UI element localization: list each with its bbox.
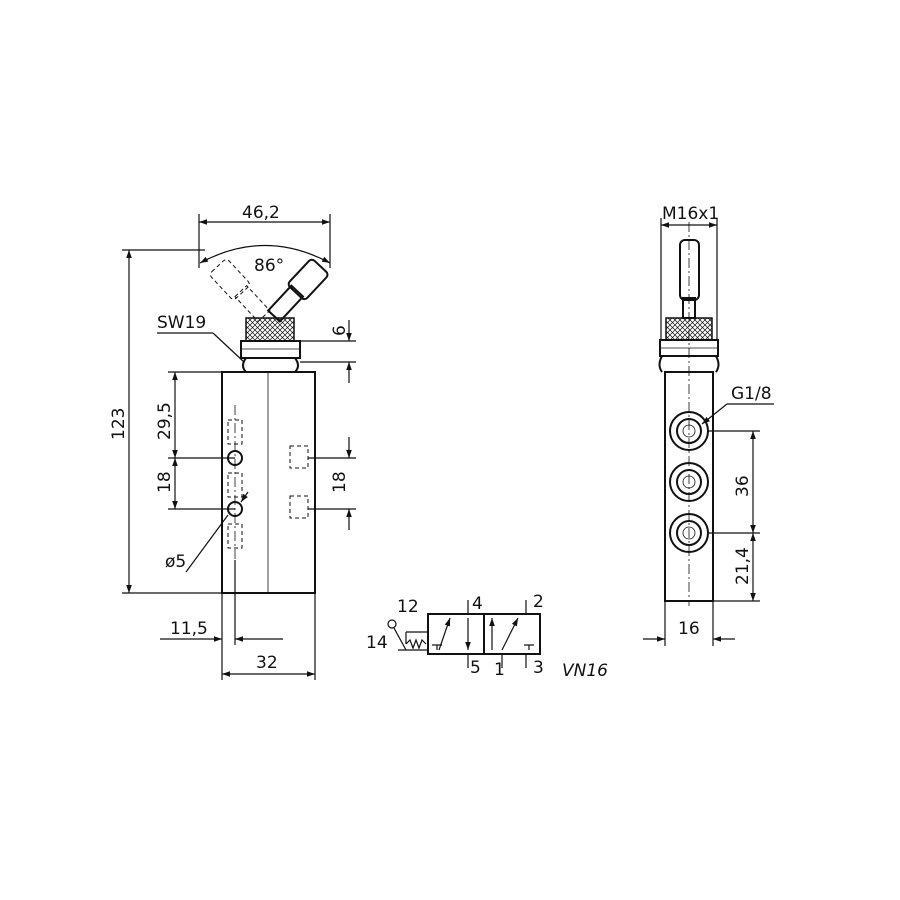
front-knurled-knob [245, 317, 295, 342]
front-lever [266, 258, 329, 323]
front-view: 46,2 86° SW19 6 123 29,5 18 18 [109, 203, 356, 680]
dim-hole-diameter: ø5 [165, 552, 186, 572]
dim-top-width: 46,2 [242, 203, 280, 223]
label-port-thread: G1/8 [731, 384, 772, 404]
front-body [221, 371, 316, 594]
pneumatic-symbol: 12 14 4 2 5 1 3 VN16 [366, 592, 608, 681]
label-wrench-size: SW19 [157, 313, 206, 333]
dim-total-height: 123 [109, 408, 129, 440]
front-collar [240, 340, 301, 359]
dim-body-width: 32 [256, 653, 278, 673]
dim-port-bottom: 21,4 [733, 547, 753, 585]
front-lever-ghost [210, 259, 271, 323]
port-label-5: 5 [470, 658, 481, 678]
port-label-3: 3 [533, 658, 544, 678]
side-view: M16x1 G1/8 36 21,4 16 [643, 204, 774, 646]
dim-port-spacing-side: 36 [733, 475, 753, 497]
symbol-lever-knob [387, 619, 397, 629]
label-thread: M16x1 [662, 204, 719, 224]
dim-port-spacing-left: 18 [155, 471, 175, 493]
dim-angle: 86° [254, 256, 284, 276]
dim-port-spacing-right: 18 [330, 471, 350, 493]
model-label: VN16 [562, 661, 608, 681]
dim-port-top: 29,5 [155, 402, 175, 440]
front-hex-nut [242, 357, 299, 373]
port-label-4: 4 [472, 594, 483, 614]
port-label-2: 2 [533, 592, 544, 612]
dim-offset-left: 11,5 [170, 619, 208, 639]
port-label-1: 1 [494, 660, 505, 680]
dim-nut-height: 6 [330, 325, 350, 336]
port-label-12: 12 [397, 597, 419, 617]
port-label-14: 14 [366, 633, 388, 653]
dim-side-width: 16 [678, 619, 700, 639]
